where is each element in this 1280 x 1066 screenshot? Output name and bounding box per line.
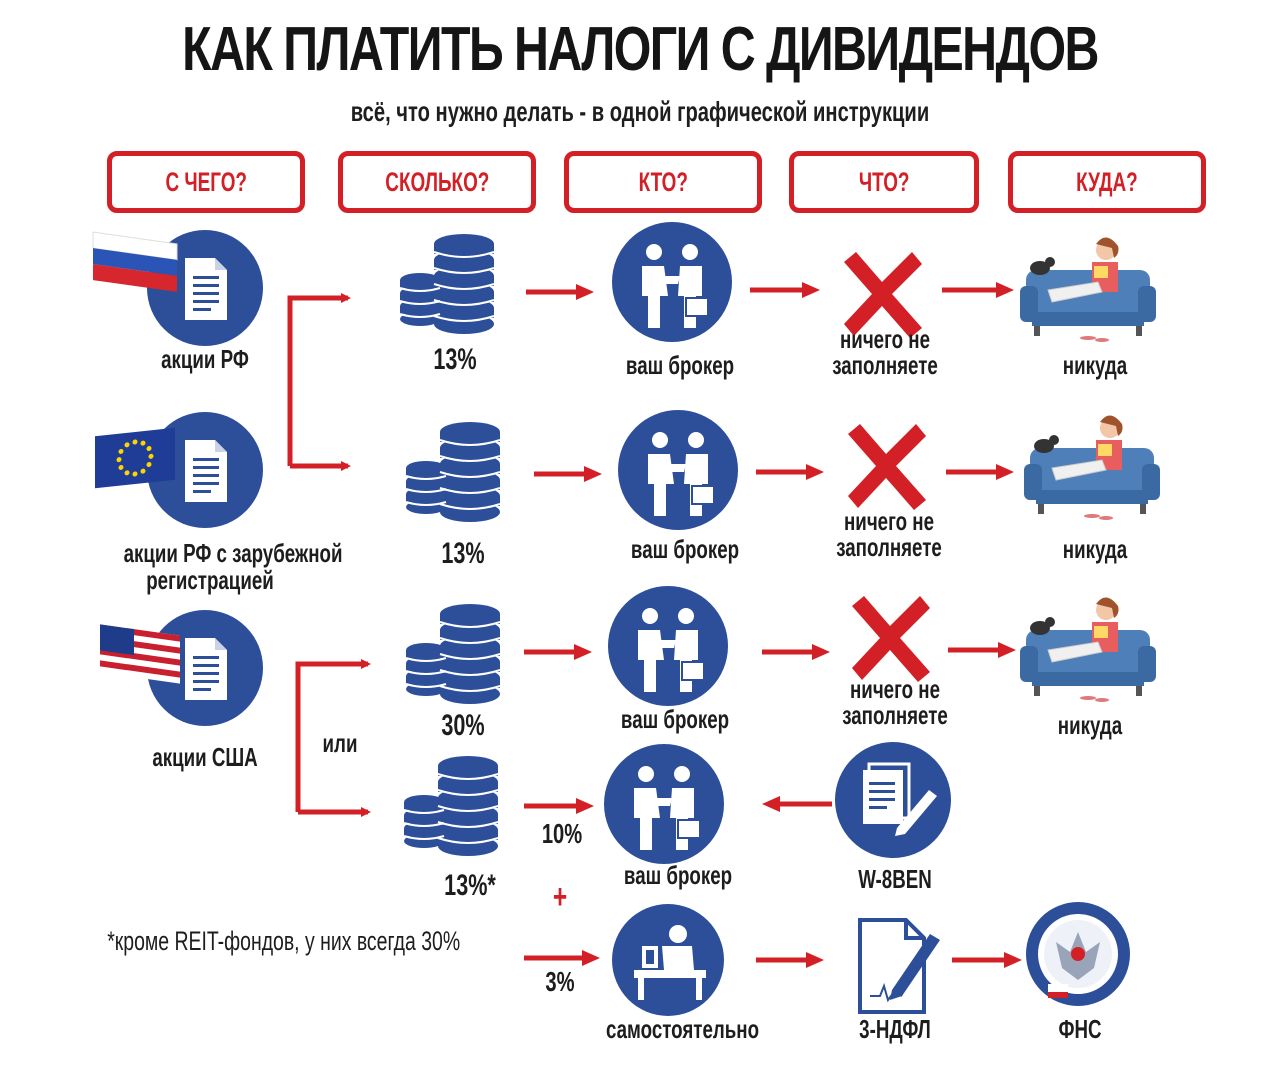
flag-usa-icon xyxy=(100,624,180,684)
coins-stack-icon xyxy=(405,603,501,705)
question-from-what: С ЧЕГО? xyxy=(107,151,305,213)
label-3ndfl: 3-НДФЛ xyxy=(859,1014,931,1044)
label-shares-rf-foreign-2: регистрацией xyxy=(146,565,274,595)
sofa-relax-icon xyxy=(1019,236,1157,343)
label-nothing-2: заполняете xyxy=(836,532,942,562)
label-nowhere-row1: никуда xyxy=(1062,350,1128,380)
handshake-icon xyxy=(607,585,729,707)
label-nowhere-row2: никуда xyxy=(1062,534,1128,564)
question-what: ЧТО? xyxy=(789,151,979,213)
coins-stack-icon xyxy=(399,233,495,335)
page-title: КАК ПЛАТИТЬ НАЛОГИ С ДИВИДЕНДОВ xyxy=(182,15,1099,84)
label-fns: ФНС xyxy=(1058,1014,1102,1044)
sofa-relax-icon xyxy=(1023,414,1161,521)
document-pen-icon xyxy=(858,918,940,1014)
label-shares-usa: акции США xyxy=(152,742,258,772)
label-nothing-1: ничего не xyxy=(844,506,934,536)
fns-emblem-icon xyxy=(1026,902,1130,1006)
coins-stack-icon xyxy=(403,755,499,857)
label-nothing-1: ничего не xyxy=(840,324,930,354)
plus-sign: + xyxy=(552,878,568,916)
question-how-much: СКОЛЬКО? xyxy=(338,151,536,213)
form-pen-icon xyxy=(835,742,951,858)
label-broker-row4: ваш брокер xyxy=(623,860,733,890)
label-broker-row1: ваш брокер xyxy=(625,350,735,380)
cross-icon xyxy=(848,424,926,510)
question-who: КТО? xyxy=(564,151,762,213)
label-part-10: 10% xyxy=(541,818,583,849)
page-subtitle: всё, что нужно делать - в одной графичес… xyxy=(350,96,930,127)
label-nothing-1: ничего не xyxy=(850,674,940,704)
handshake-icon xyxy=(611,221,733,343)
footnote: *кроме REIT-фондов, у них всегда 30% xyxy=(107,926,461,956)
flag-eu-icon xyxy=(95,427,175,489)
label-rate-row3: 30% xyxy=(441,709,485,742)
label-self: самостоятельно xyxy=(606,1014,760,1044)
label-nothing-2: заполняете xyxy=(842,700,948,730)
label-nowhere-row3: никуда xyxy=(1057,710,1123,740)
label-rate-row1: 13% xyxy=(433,343,477,376)
label-broker-row3: ваш брокер xyxy=(620,704,730,734)
label-shares-rf: акции РФ xyxy=(161,344,249,374)
label-rate-row4: 13%* xyxy=(444,869,496,902)
handshake-icon xyxy=(603,743,725,865)
person-at-desk-icon xyxy=(612,904,724,1016)
sofa-relax-icon xyxy=(1019,596,1157,703)
label-or: или xyxy=(322,728,358,758)
label-shares-rf-foreign-1: акции РФ с зарубежной xyxy=(123,538,343,568)
question-where: КУДА? xyxy=(1008,151,1206,213)
cross-icon xyxy=(852,596,930,682)
label-broker-row2: ваш брокер xyxy=(630,534,740,564)
coins-stack-icon xyxy=(405,421,501,523)
label-nothing-2: заполняете xyxy=(832,350,938,380)
flag-russia-icon xyxy=(92,231,178,292)
label-rate-row2: 13% xyxy=(441,537,485,570)
label-w8ben: W-8BEN xyxy=(858,864,932,894)
handshake-icon xyxy=(617,409,739,531)
label-part-3: 3% xyxy=(545,966,575,997)
